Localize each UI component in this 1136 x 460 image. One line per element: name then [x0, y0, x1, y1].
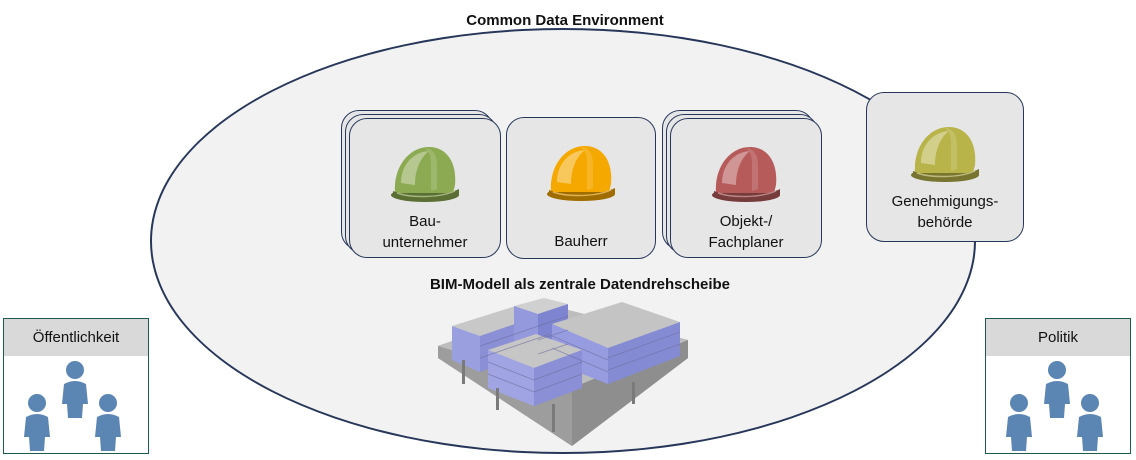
- role-label: Bauherr: [554, 233, 608, 250]
- olive-helmet-icon: [911, 127, 979, 182]
- stakeholder-oeffentlichkeit: Öffentlichkeit: [3, 318, 149, 454]
- role-genehmigungsbehoerde: Genehmigungs- behörde: [866, 92, 1026, 244]
- role-bauunternehmer: Bau- unternehmer: [341, 110, 505, 262]
- cde-title: Common Data Environment: [466, 12, 664, 29]
- role-card: Genehmigungs- behörde: [866, 92, 1024, 242]
- orange-helmet-icon: [547, 146, 615, 201]
- stakeholder-politik: Politik: [985, 318, 1131, 454]
- role-card: Objekt-/ Fachplaner: [670, 118, 822, 258]
- stakeholder-label: Öffentlichkeit: [4, 319, 148, 356]
- role-card: Bauherr: [506, 117, 656, 259]
- role-label: Objekt-/ Fachplaner: [708, 213, 784, 251]
- role-fachplaner: Objekt-/ Fachplaner: [662, 110, 826, 262]
- role-label: Bau- unternehmer: [382, 213, 468, 251]
- role-bauherr: Bauherr: [506, 117, 658, 261]
- green-helmet-icon: [391, 147, 459, 202]
- building-model-image: [438, 298, 688, 446]
- role-label: Genehmigungs- behörde: [891, 193, 999, 231]
- people-group-icon: [1006, 361, 1103, 451]
- bim-model-label: BIM-Modell als zentrale Datendrehscheibe: [429, 276, 731, 293]
- red-helmet-icon: [712, 147, 780, 202]
- role-card: Bau- unternehmer: [349, 118, 501, 258]
- people-group-icon: [24, 361, 121, 451]
- stakeholder-label: Politik: [986, 319, 1130, 356]
